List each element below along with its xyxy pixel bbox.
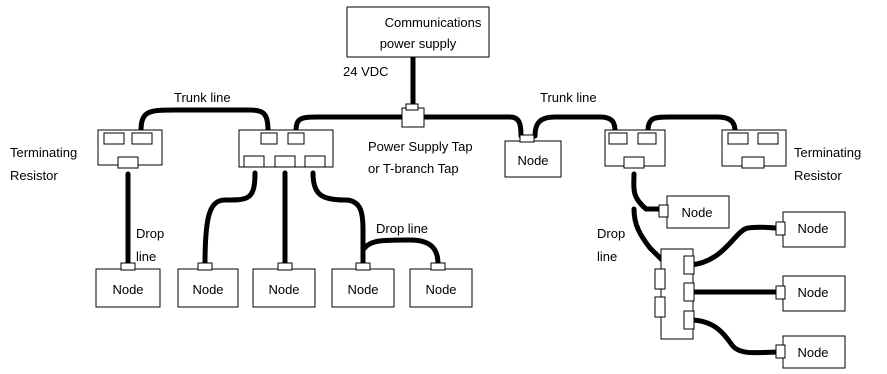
node-right-2: Node xyxy=(775,275,846,312)
power-supply-label-line2: power supply xyxy=(380,36,457,51)
terminator-left-line1: Terminating xyxy=(10,145,77,160)
node-label: Node xyxy=(268,282,299,297)
trunk-line-label-right: Trunk line xyxy=(540,90,597,105)
node-trunk: Node xyxy=(504,134,562,178)
node-label: Node xyxy=(797,345,828,360)
node-label: Node xyxy=(517,153,548,168)
node-label: Node xyxy=(681,205,712,220)
drop-line-left-line1: Drop xyxy=(136,226,164,241)
node-bottom-4: Node xyxy=(331,262,395,308)
node-label: Node xyxy=(192,282,223,297)
node-bottom-3: Node xyxy=(252,262,316,308)
trunk-line-label-left: Trunk line xyxy=(174,90,231,105)
drop-line-middle: Drop line xyxy=(376,221,428,236)
node-label: Node xyxy=(112,282,143,297)
voltage-label: 24 VDC xyxy=(343,64,389,79)
trunk-line-cable xyxy=(138,55,738,139)
tap-label-line2: or T-branch Tap xyxy=(368,161,459,176)
multi-branch-tap-left xyxy=(238,129,334,168)
node-label: Node xyxy=(425,282,456,297)
drop-line-right-line1: Drop xyxy=(597,226,625,241)
terminating-resistor-left xyxy=(97,129,163,169)
node-label: Node xyxy=(347,282,378,297)
terminating-resistor-right xyxy=(721,129,787,169)
power-supply-tap xyxy=(401,103,425,128)
terminator-right-line2: Resistor xyxy=(794,168,842,183)
node-bottom-1: Node xyxy=(95,262,161,308)
communications-power-supply: Communications power supply xyxy=(346,6,490,58)
node-right-3: Node xyxy=(775,335,846,369)
drop-line-left-line2: line xyxy=(136,249,156,264)
node-right-drop: Node xyxy=(658,195,730,229)
multi-port-tap-right xyxy=(654,248,695,340)
power-supply-label-line1: Communications xyxy=(385,15,482,30)
node-right-1: Node xyxy=(775,211,846,248)
terminator-right-line1: Terminating xyxy=(794,145,861,160)
node-bottom-5: Node xyxy=(409,262,473,308)
node-bottom-2: Node xyxy=(177,262,239,308)
drop-line-right-line2: line xyxy=(597,249,617,264)
node-label: Node xyxy=(797,285,828,300)
tap-right xyxy=(604,129,666,169)
node-label: Node xyxy=(797,221,828,236)
tap-label-line1: Power Supply Tap xyxy=(368,139,473,154)
terminator-left-line2: Resistor xyxy=(10,168,58,183)
